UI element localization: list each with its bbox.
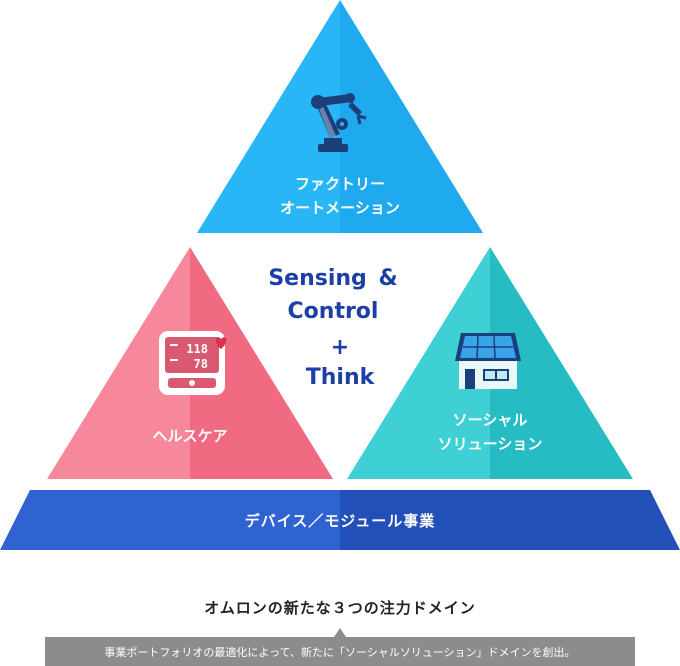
caption-heading: オムロンの新たな３つの注力ドメイン bbox=[204, 599, 476, 617]
svg-text:Sensing &: Sensing & bbox=[268, 266, 397, 291]
blood-pressure-monitor-icon: 118 78 bbox=[159, 331, 225, 395]
core-sensing: Sensing bbox=[268, 266, 366, 291]
healthcare-segment: 118 78 ヘルスケア bbox=[47, 247, 333, 479]
core-control: Control bbox=[288, 299, 379, 324]
caption-note: 事業ポートフォリオの最適化によって、新たに「ソーシャルソリューション」ドメインを… bbox=[104, 645, 575, 659]
caption-note-callout: 事業ポートフォリオの最適化によって、新たに「ソーシャルソリューション」ドメインを… bbox=[45, 628, 635, 666]
devices-modules-label: デバイス／モジュール事業 bbox=[245, 512, 436, 530]
factory-automation-label-line1: ファクトリー bbox=[295, 175, 385, 193]
monitor-reading-top: 118 bbox=[186, 342, 208, 356]
factory-automation-segment: ファクトリー オートメーション bbox=[197, 0, 483, 233]
healthcare-label: ヘルスケア bbox=[152, 427, 227, 445]
monitor-reading-bottom: 78 bbox=[194, 357, 208, 371]
factory-automation-label-line2: オートメーション bbox=[280, 199, 400, 217]
social-solutions-label-line1: ソーシャル bbox=[453, 411, 528, 429]
solar-house-icon bbox=[455, 333, 521, 389]
robot-arm-icon bbox=[311, 93, 367, 152]
core-think: Think bbox=[306, 365, 376, 390]
devices-modules-band: デバイス／モジュール事業 bbox=[0, 490, 680, 550]
heart-icon bbox=[215, 337, 227, 349]
social-solutions-segment: ソーシャル ソリューション bbox=[347, 247, 633, 479]
core-ampersand: & bbox=[378, 266, 397, 291]
core-plus: + bbox=[331, 335, 349, 360]
core-technology-text: Sensing & Control + Think bbox=[268, 266, 397, 390]
social-solutions-label-line2: ソリューション bbox=[438, 435, 543, 453]
